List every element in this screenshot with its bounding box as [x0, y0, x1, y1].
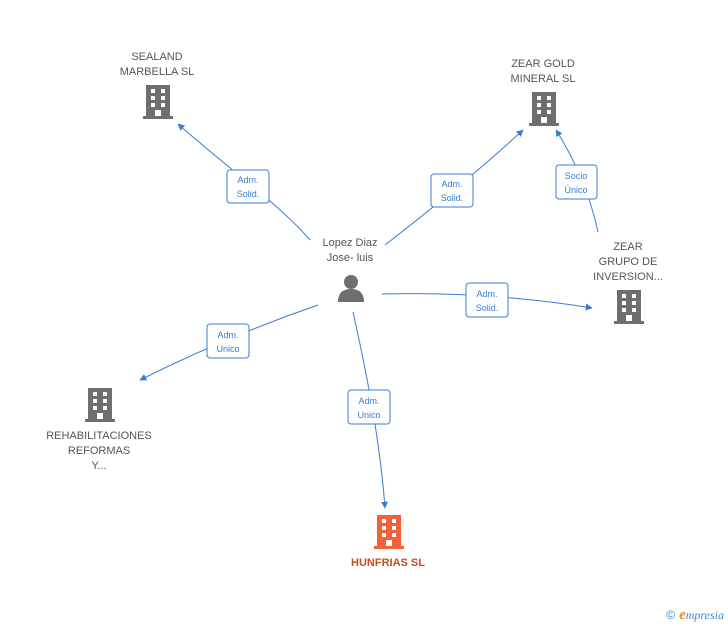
edge-label-line2: Único — [564, 185, 587, 195]
company-name-line2: GRUPO DE — [599, 256, 658, 268]
company-name-line1: ZEAR — [613, 241, 642, 253]
edge-label-line1: Adm. — [237, 175, 258, 185]
edge-label-line1: Adm. — [441, 179, 462, 189]
company-name-line1: HUNFRIAS SL — [351, 557, 425, 569]
edge-label-box — [555, 164, 598, 200]
company-name-line2: MINERAL SL — [510, 73, 575, 85]
building-icon — [143, 85, 173, 119]
company-name-line3: Y... — [91, 460, 106, 472]
building-icon — [374, 515, 404, 549]
edge-zear-gold: Adm. Solid. — [384, 129, 524, 246]
edge-label-line1: Adm. — [358, 396, 379, 406]
edge-label-box — [226, 169, 270, 204]
copyright-icon: © — [666, 608, 676, 622]
edge-label-line2: Solid. — [441, 193, 464, 203]
edge-label-box — [206, 323, 250, 359]
company-name-line3: INVERSION... — [593, 271, 663, 283]
company-name-line1: SEALAND — [131, 51, 182, 63]
edge-sealand: Adm. Solid. — [177, 123, 311, 241]
company-name-line1: REHABILITACIONES — [46, 430, 152, 442]
company-name-line1: ZEAR GOLD — [511, 58, 575, 70]
building-icon — [529, 92, 559, 126]
edge-label-line2: Unico — [216, 344, 239, 354]
edge-label-box — [465, 282, 509, 318]
company-node-sealand[interactable]: SEALAND MARBELLA SL — [120, 51, 195, 119]
edge-label-line1: Adm. — [217, 330, 238, 340]
person-icon — [338, 275, 364, 302]
building-icon — [614, 290, 644, 324]
brand-footer[interactable]: ©empresia — [666, 607, 724, 624]
edge-label-line2: Solid. — [237, 189, 260, 199]
edge-label-line2: Unico — [357, 410, 380, 420]
company-name-line2: REFORMAS — [68, 445, 130, 457]
company-node-rehabilitaciones[interactable]: REHABILITACIONES REFORMAS Y... — [46, 388, 152, 472]
edge-label-line1: Adm. — [476, 289, 497, 299]
brand-name: mpresia — [685, 608, 724, 622]
edge-rehab: Adm. Unico — [139, 304, 319, 381]
person-name-line2: Jose- luis — [327, 252, 374, 264]
edge-zear-grupo: Adm. Solid. — [381, 282, 593, 318]
person-name-line1: Lopez Diaz — [322, 237, 377, 249]
edge-label-line2: Solid. — [476, 303, 499, 313]
edge-label-box — [430, 173, 474, 208]
company-node-hunfrias[interactable]: HUNFRIAS SL — [351, 515, 425, 569]
building-icon — [85, 388, 115, 422]
company-node-zear-gold[interactable]: ZEAR GOLD MINERAL SL — [510, 58, 576, 126]
edge-hunfrias: Adm. Unico — [347, 311, 391, 509]
company-node-zear-grupo[interactable]: ZEAR GRUPO DE INVERSION... — [593, 241, 663, 324]
edge-label-box — [347, 389, 391, 425]
brand-initial: e — [679, 607, 686, 623]
person-node[interactable]: Lopez Diaz Jose- luis — [322, 237, 378, 302]
edge-label-line1: Socio — [565, 171, 588, 181]
company-name-line2: MARBELLA SL — [120, 66, 195, 78]
edge-socio-unico: Socio Único — [555, 129, 599, 233]
